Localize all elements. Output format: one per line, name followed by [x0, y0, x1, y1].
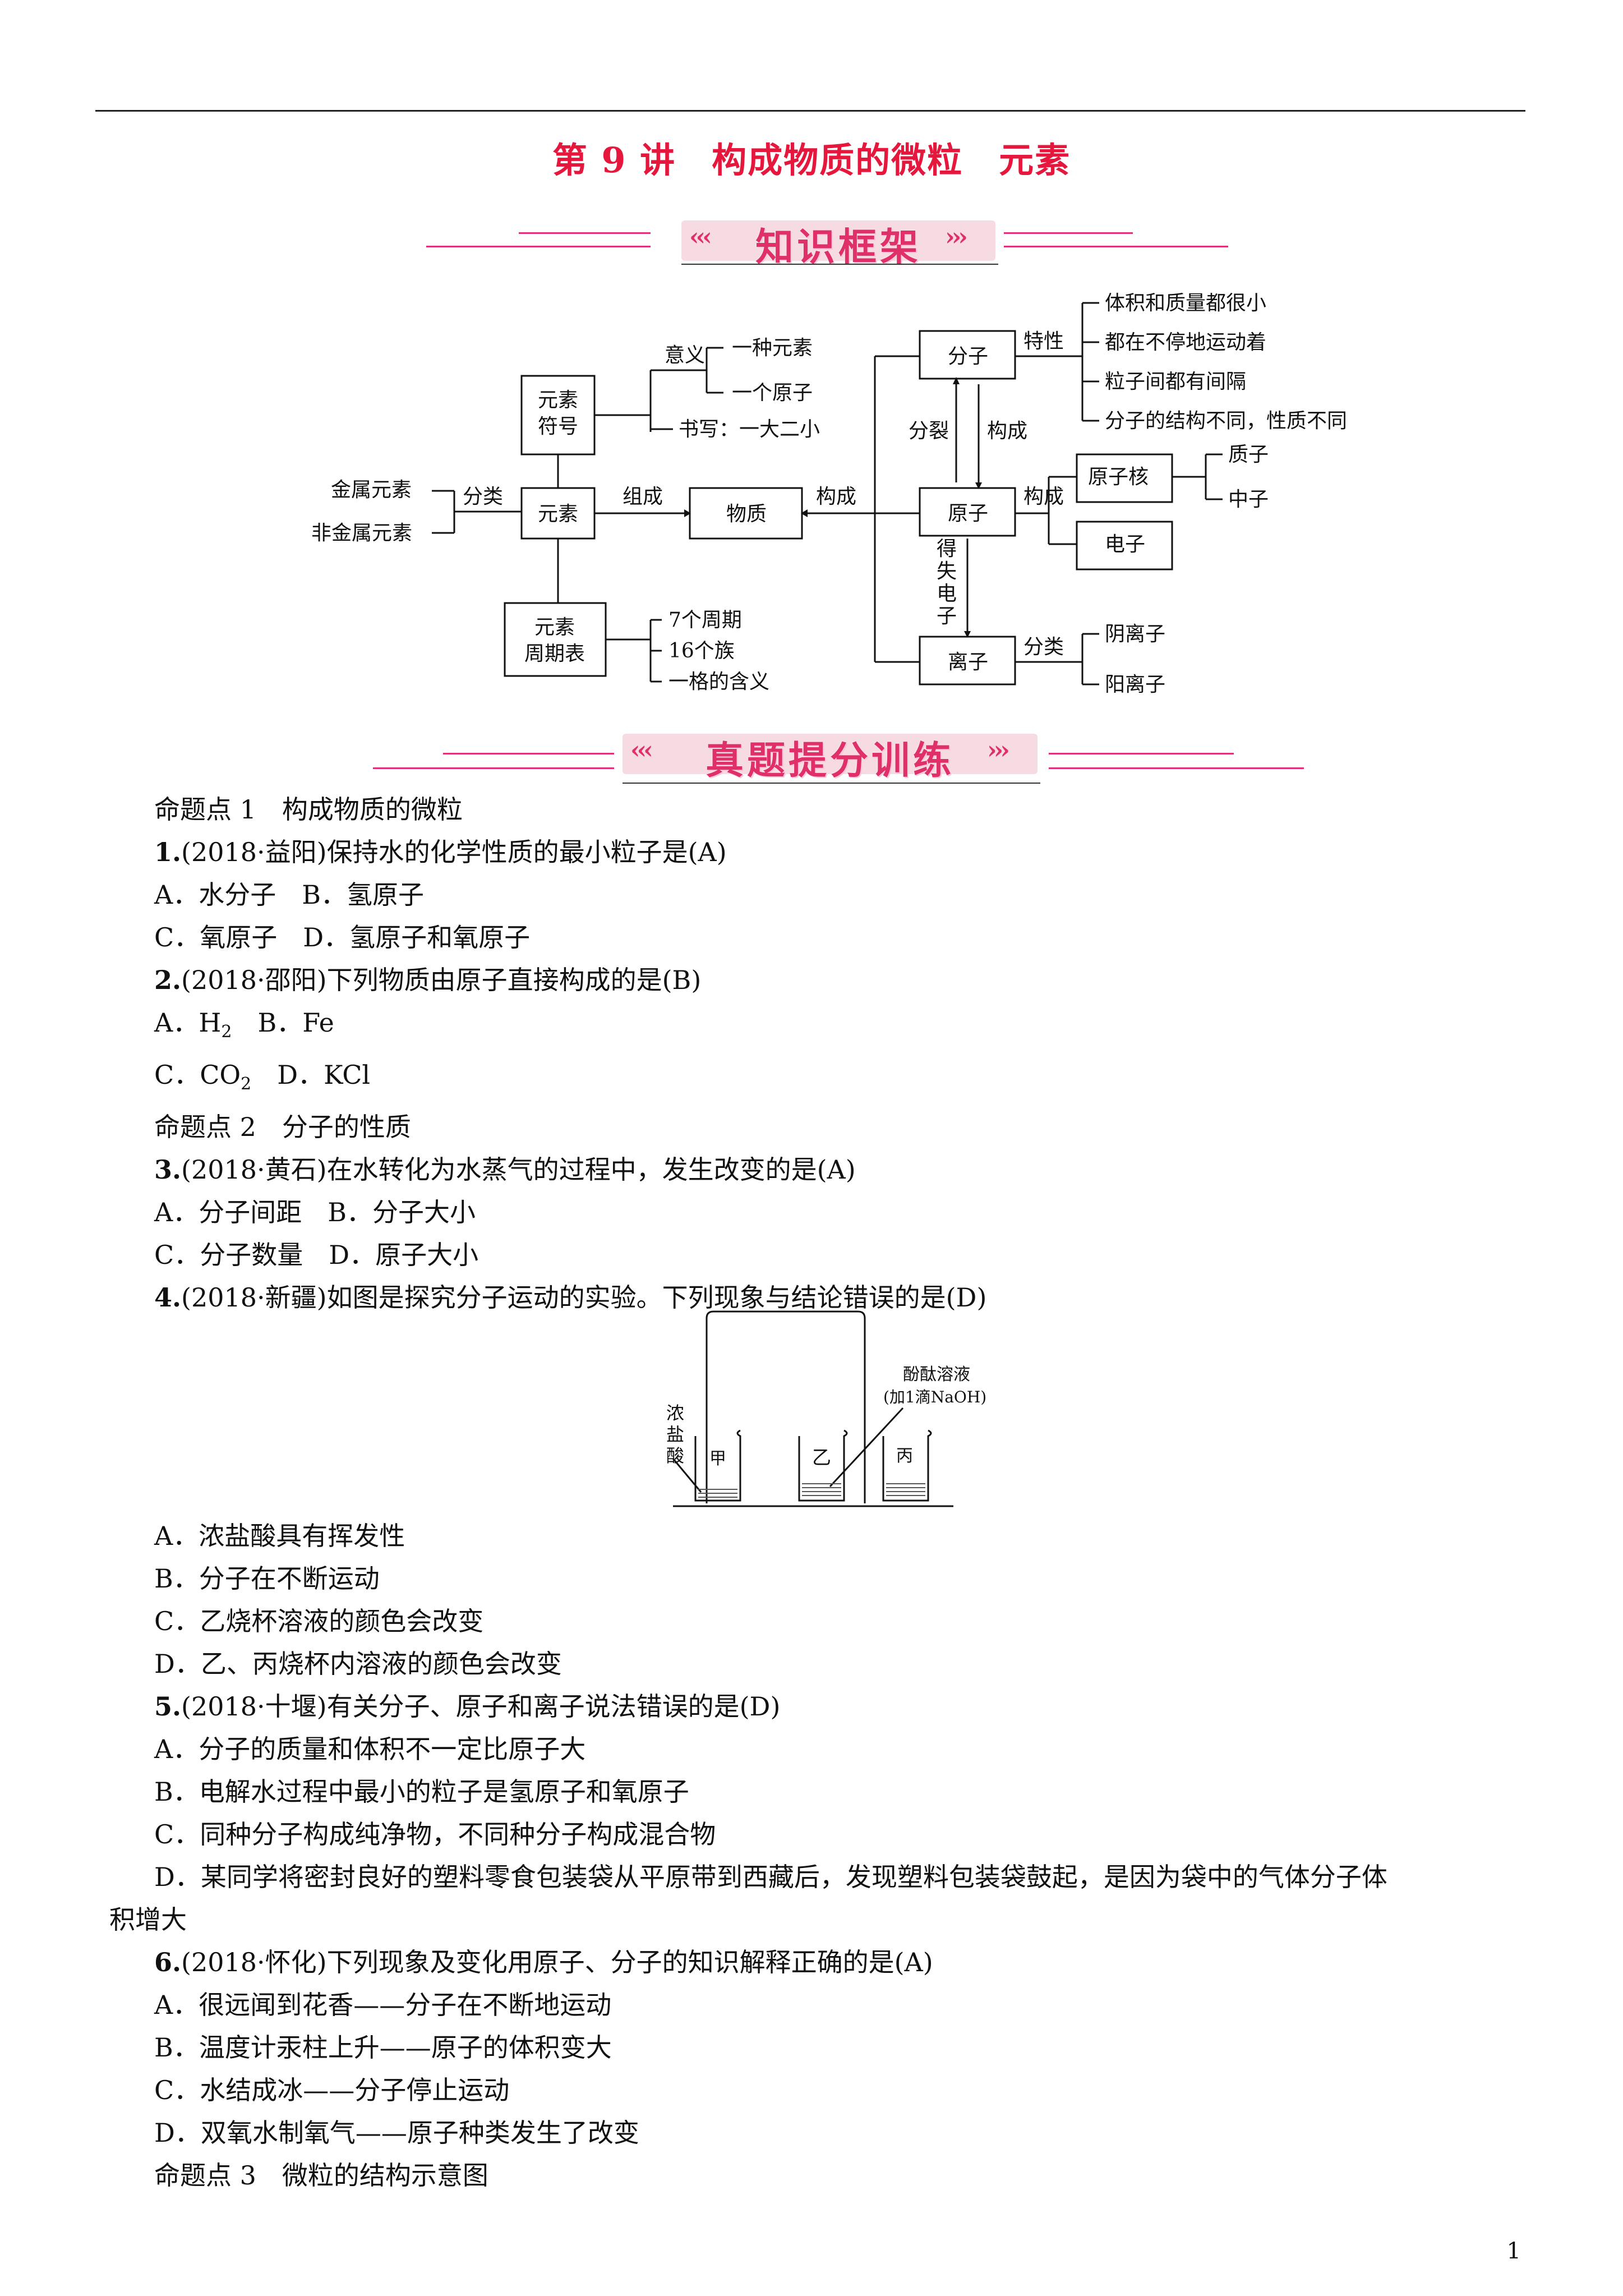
option-line: D．双氧水制氧气——原子种类发生了改变 [154, 2118, 639, 2148]
diag-construct: 构成 [816, 485, 856, 508]
diag-symbol-box-2: 符号 [538, 415, 578, 438]
diag-proton: 质子 [1228, 443, 1269, 466]
question-list-2: A．浓盐酸具有挥发性 B．分子在不断运动 C．乙烧杯溶液的颜色会改变 D．乙、丙… [109, 1515, 1539, 2197]
diag-molecule: 分子 [948, 345, 988, 368]
diag-prop-4: 分子的结构不同，性质不同 [1105, 409, 1347, 432]
diag-gain-1: 得 [937, 537, 957, 560]
option-line: C．乙烧杯溶液的颜色会改变 [154, 1606, 484, 1636]
diag-table-3: 一格的含义 [668, 670, 769, 693]
diag-table-2: 16个族 [668, 639, 735, 662]
fig-acid-3: 酸 [666, 1445, 684, 1466]
diag-classify2: 分类 [1023, 636, 1064, 659]
banner-underline [681, 264, 998, 265]
diag-table-1: 7个周期 [668, 609, 742, 632]
diag-writing: 书写：一大二小 [679, 418, 820, 441]
topic-heading: 命题点 3 微粒的结构示意图 [154, 2160, 488, 2191]
fig-acid-1: 浓 [666, 1402, 684, 1424]
option-line: C．同种分子构成纯净物，不同种分子构成混合物 [154, 1819, 716, 1849]
diag-classify: 分类 [463, 485, 503, 508]
diag-meaning: 意义 [665, 344, 705, 367]
diag-meaning-1: 一种元素 [732, 337, 813, 360]
option-line: A．分子的质量和体积不一定比原子大 [154, 1734, 586, 1764]
knowledge-diagram: 金属元素 非金属元素 分类 元素 符号 意义 一种元素 一个原子 书写：一大二小… [292, 286, 1408, 712]
diag-element: 元素 [538, 503, 578, 526]
topic-heading: 命题点 2 分子的性质 [154, 1112, 411, 1143]
option-line: C．CO2 D．KCl [154, 1060, 371, 1094]
fig-reagent: 酚酞溶液 [903, 1365, 970, 1384]
diag-neutron: 中子 [1228, 488, 1269, 511]
fig-reagent-note: (加1滴NaOH) [883, 1388, 986, 1406]
diag-metal: 金属元素 [331, 478, 412, 501]
topic-heading: 命题点 1 构成物质的微粒 [154, 794, 463, 825]
diag-gain-4: 子 [937, 605, 957, 628]
question-1: 1.(2018·益阳)保持水的化学性质的最小粒子是(A) [154, 837, 727, 867]
question-5: 5.(2018·十堰)有关分子、原子和离子说法错误的是(D) [154, 1691, 781, 1722]
banner-line [1004, 232, 1133, 234]
page-number: 1 [1506, 2238, 1521, 2264]
diag-prop-3: 粒子间都有间隔 [1105, 370, 1246, 393]
top-rule [95, 110, 1525, 112]
option-line: B．分子在不断运动 [154, 1563, 380, 1594]
diag-gain-2: 失 [937, 560, 957, 583]
diag-anion: 阴离子 [1105, 623, 1165, 646]
option-line: A．H2 B．Fe [154, 1007, 334, 1042]
diag-construct3: 构成 [1023, 485, 1064, 508]
option-line: B．电解水过程中最小的粒子是氢原子和氧原子 [154, 1777, 689, 1807]
fig-beaker-a: 甲 [709, 1449, 726, 1469]
banner-line [443, 753, 614, 754]
question-3: 3.(2018·黄石)在水转化为水蒸气的过程中，发生改变的是(A) [154, 1154, 856, 1185]
option-line: C．分子数量 D．原子大小 [154, 1240, 479, 1271]
diag-construct2: 构成 [987, 420, 1027, 443]
diag-prop-2: 都在不停地运动着 [1105, 331, 1266, 354]
option-line: A．很远闻到花香——分子在不断地运动 [154, 1990, 612, 2020]
banner-practice: ‹‹‹ 真题提分训练 ››› [623, 729, 1038, 783]
question-4: 4.(2018·新疆)如图是探究分子运动的实验。下列现象与结论错误的是(D) [154, 1282, 987, 1313]
diag-matter: 物质 [726, 503, 767, 526]
diag-symbol-box-1: 元素 [538, 389, 578, 412]
fig-beaker-c: 丙 [896, 1446, 913, 1466]
fig-beaker-b: 乙 [812, 1447, 831, 1469]
diag-ion: 离子 [948, 651, 988, 674]
banner-line [426, 246, 651, 247]
option-line: D．某同学将密封良好的塑料零食包装袋从平原带到西藏后，发现塑料包装袋鼓起，是因为… [154, 1862, 1387, 1892]
experiment-figure: 浓 盐 酸 甲 乙 丙 酚酞溶液 (加1滴NaOH) [662, 1307, 1009, 1520]
banner-line [1004, 246, 1228, 247]
diag-property: 特性 [1023, 330, 1064, 353]
diag-nonmetal: 非金属元素 [311, 522, 412, 545]
banner-underline [623, 783, 1040, 784]
fig-acid-2: 盐 [666, 1424, 684, 1445]
banner-line [373, 767, 614, 769]
banner-line [1049, 753, 1234, 754]
option-line: D．乙、丙烧杯内溶液的颜色会改变 [154, 1649, 562, 1679]
diag-table-box-1: 元素 [534, 616, 575, 639]
diag-nucleus: 原子核 [1088, 466, 1149, 489]
diag-cation: 阳离子 [1105, 673, 1165, 696]
diag-gain-3: 电 [937, 582, 957, 605]
banner-title: 知识框架 [755, 225, 921, 270]
question-2: 2.(2018·邵阳)下列物质由原子直接构成的是(B) [154, 965, 702, 995]
diag-atom: 原子 [948, 502, 988, 525]
diag-prop-1: 体积和质量都很小 [1105, 292, 1266, 315]
diag-table-box-2: 周期表 [524, 642, 585, 665]
banner-line [519, 232, 651, 234]
option-line: C．氧原子 D．氢原子和氧原子 [154, 922, 531, 953]
diag-meaning-2: 一个原子 [732, 381, 813, 404]
option-line: C．水结成冰——分子停止运动 [154, 2075, 510, 2105]
banner-knowledge-frame: ‹‹‹ 知识框架 ››› [681, 216, 995, 270]
diag-electron: 电子 [1105, 533, 1145, 556]
option-line-continued: 积增大 [109, 1904, 187, 1935]
option-line: A．水分子 B．氢原子 [154, 880, 425, 910]
banner-title: 真题提分训练 [705, 738, 955, 783]
diag-split: 分裂 [909, 420, 949, 443]
diag-compose: 组成 [623, 485, 663, 508]
question-6: 6.(2018·怀化)下列现象及变化用原子、分子的知识解释正确的是(A) [154, 1947, 933, 1977]
page-title: 第 9 讲 构成物质的微粒 元素 [552, 140, 1071, 181]
banner-line [1049, 767, 1304, 769]
option-line: A．分子间距 B．分子大小 [154, 1197, 476, 1228]
question-list: 命题点 1 构成物质的微粒 1.(2018·益阳)保持水的化学性质的最小粒子是(… [154, 788, 1539, 1319]
option-line: A．浓盐酸具有挥发性 [154, 1521, 405, 1551]
option-line: B．温度计汞柱上升——原子的体积变大 [154, 2032, 612, 2063]
